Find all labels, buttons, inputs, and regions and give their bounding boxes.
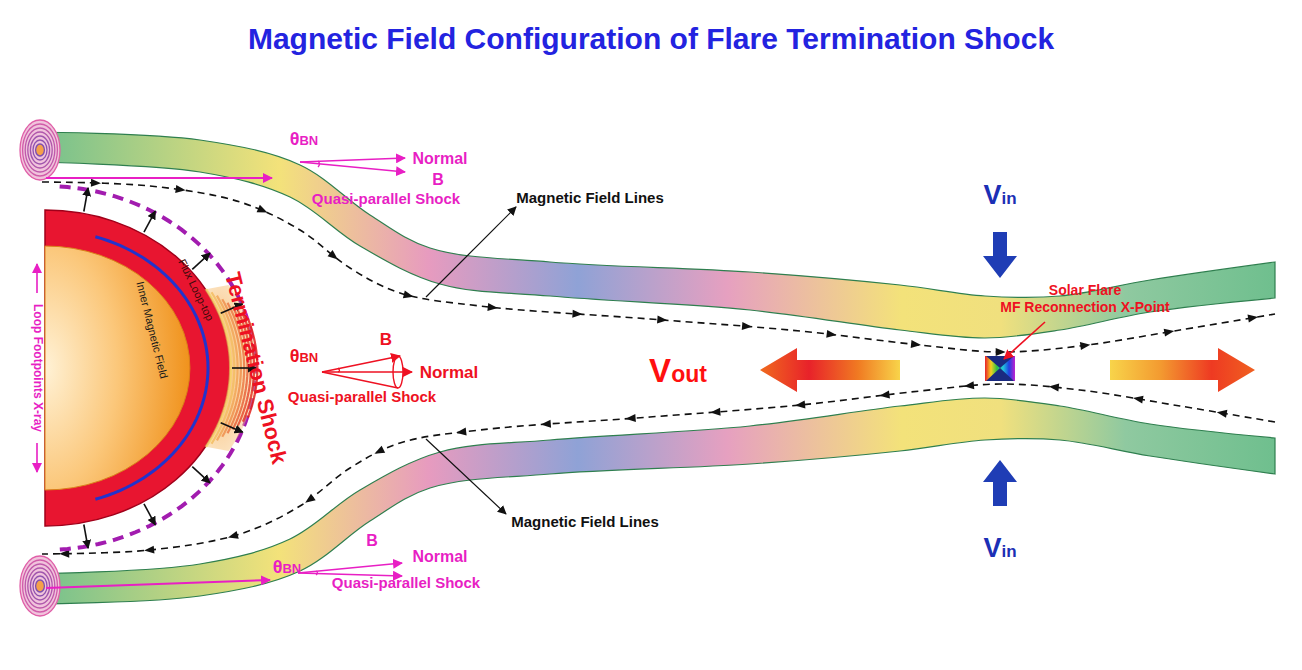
field-direction-arrow <box>657 316 668 325</box>
field-direction-arrow <box>911 340 922 349</box>
shock-type-label: Quasi-parallel Shock <box>288 388 436 405</box>
angle-arc <box>338 368 340 372</box>
field-direction-arrow <box>91 179 101 187</box>
x-point-symbol <box>986 368 1014 381</box>
inflow-arrow <box>983 232 1017 278</box>
shock-normal-arrow <box>144 504 155 525</box>
normal-vector <box>300 158 405 162</box>
field-direction-arrow <box>456 428 467 437</box>
field-direction-arrow <box>710 408 721 417</box>
leader-line <box>1004 322 1045 359</box>
footpoint-source <box>23 560 58 612</box>
footpoint-source <box>33 576 47 596</box>
footpoint-source <box>25 128 55 172</box>
shock-normal-arrow <box>84 188 88 212</box>
field-line-label: Magnetic Field Lines <box>516 189 664 206</box>
field-direction-arrow <box>996 348 1006 356</box>
shock-normal-arrow <box>192 467 210 483</box>
footpoint-source <box>28 132 52 168</box>
field-direction-arrow <box>742 322 753 331</box>
field-vector <box>298 563 402 573</box>
footpoint-source <box>30 136 49 164</box>
diagram-title: Magnetic Field Configuration of Flare Te… <box>0 22 1302 56</box>
footpoint-source <box>33 140 47 160</box>
reconnection-x-point <box>985 356 1015 381</box>
field-vector <box>300 162 405 172</box>
angle-arc <box>316 571 318 575</box>
callout-label: Solar Flare MF Reconnection X-Point <box>988 282 1183 316</box>
footpoint-source <box>20 556 60 616</box>
field-vector <box>322 356 400 372</box>
footpoint-source <box>30 572 49 600</box>
wrap-spacer <box>988 282 1043 299</box>
leader-line <box>426 439 506 514</box>
flux-loop-ring <box>45 210 230 526</box>
shock-type-label: Quasi-parallel Shock <box>312 190 460 207</box>
field-direction-arrow <box>373 446 386 458</box>
solar-surface <box>45 246 190 490</box>
shock-type-label: Quasi-parallel Shock <box>332 574 480 591</box>
outflow-arrow <box>760 348 900 392</box>
shock-normal-arrow <box>144 211 155 232</box>
footpoint-source <box>23 124 58 176</box>
vector-label: B <box>432 171 444 189</box>
wrap-spacer <box>1128 282 1183 299</box>
field-direction-arrow <box>303 494 316 506</box>
angle-label: θBN <box>273 557 302 578</box>
velocity-label: Vin <box>983 180 1016 211</box>
footpoint-source <box>28 568 52 604</box>
field-direction-arrow <box>328 250 341 263</box>
field-direction-arrow <box>1216 408 1227 418</box>
x-point-symbol <box>986 356 1014 368</box>
vector-label: Normal <box>420 363 479 383</box>
footpoint-label: Loop Footpoints X-ray <box>30 304 44 432</box>
field-direction-arrow <box>1080 341 1091 350</box>
field-direction-arrow <box>572 310 583 319</box>
field-direction-arrow <box>175 185 186 194</box>
angle-arc <box>318 161 320 167</box>
field-direction-arrow <box>879 390 890 399</box>
velocity-label: Vin <box>983 533 1016 564</box>
field-direction-arrow <box>1048 383 1059 392</box>
cone-line <box>322 372 398 388</box>
field-direction-arrow <box>826 330 837 339</box>
velocity-label: Vout <box>649 352 707 390</box>
vector-label: Normal <box>412 548 467 566</box>
vector-label: Normal <box>412 150 467 168</box>
field-direction-arrow <box>964 381 975 390</box>
field-direction-arrow <box>257 205 269 216</box>
normal-vector <box>322 371 412 373</box>
footpoint-source <box>36 580 45 592</box>
shock-normal-arrow <box>84 525 88 549</box>
footpoint-arrow <box>36 264 38 293</box>
vector-label: B <box>380 330 392 350</box>
angle-label: θBN <box>290 346 319 367</box>
footpoint-arrow <box>46 177 272 179</box>
field-direction-arrow <box>403 290 415 300</box>
field-direction-arrow <box>1132 394 1143 404</box>
field-direction-arrow <box>795 401 806 410</box>
footpoint-source <box>25 564 55 608</box>
field-direction-arrow <box>1248 313 1259 323</box>
footpoint-arrow <box>46 580 270 588</box>
field-direction-arrow <box>541 420 552 429</box>
field-direction-arrow <box>144 546 155 555</box>
vector-label: B <box>366 532 378 550</box>
footpoint-source <box>36 144 45 156</box>
field-direction-arrow <box>227 531 239 541</box>
field-line-label: Magnetic Field Lines <box>511 513 659 530</box>
shock-normal-arrow <box>221 423 243 432</box>
outflow-arrow <box>1110 348 1255 392</box>
footpoint-source <box>20 120 60 180</box>
shock-normal-arrow <box>192 253 210 269</box>
inflow-arrow <box>983 460 1017 506</box>
leader-line <box>426 207 516 297</box>
angle-label: θBN <box>290 129 319 150</box>
footpoint-arrow <box>36 443 38 472</box>
field-direction-arrow <box>1164 327 1175 337</box>
field-direction-arrow <box>625 414 636 423</box>
field-direction-arrow <box>487 303 498 312</box>
